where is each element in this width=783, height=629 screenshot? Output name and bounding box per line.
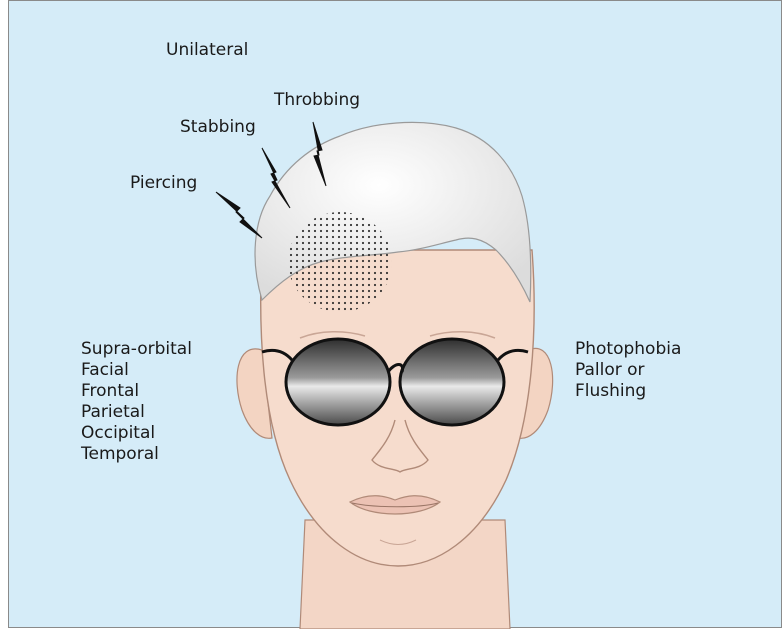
symptom-item: Flushing (575, 381, 681, 402)
location-item: Frontal (81, 381, 192, 402)
label-throbbing: Throbbing (274, 90, 360, 110)
symptom-list: Photophobia Pallor or Flushing (575, 339, 681, 402)
location-item: Occipital (81, 423, 192, 444)
label-piercing: Piercing (130, 173, 197, 193)
symptom-item: Pallor or (575, 360, 681, 381)
label-unilateral: Unilateral (166, 40, 248, 60)
location-list: Supra-orbital Facial Frontal Parietal Oc… (81, 339, 192, 465)
label-stabbing: Stabbing (180, 117, 256, 137)
symptom-item: Photophobia (575, 339, 681, 360)
lightning-bolt-icon (216, 192, 262, 238)
location-item: Facial (81, 360, 192, 381)
pain-region (288, 212, 392, 312)
location-item: Parietal (81, 402, 192, 423)
location-item: Supra-orbital (81, 339, 192, 360)
location-item: Temporal (81, 444, 192, 465)
